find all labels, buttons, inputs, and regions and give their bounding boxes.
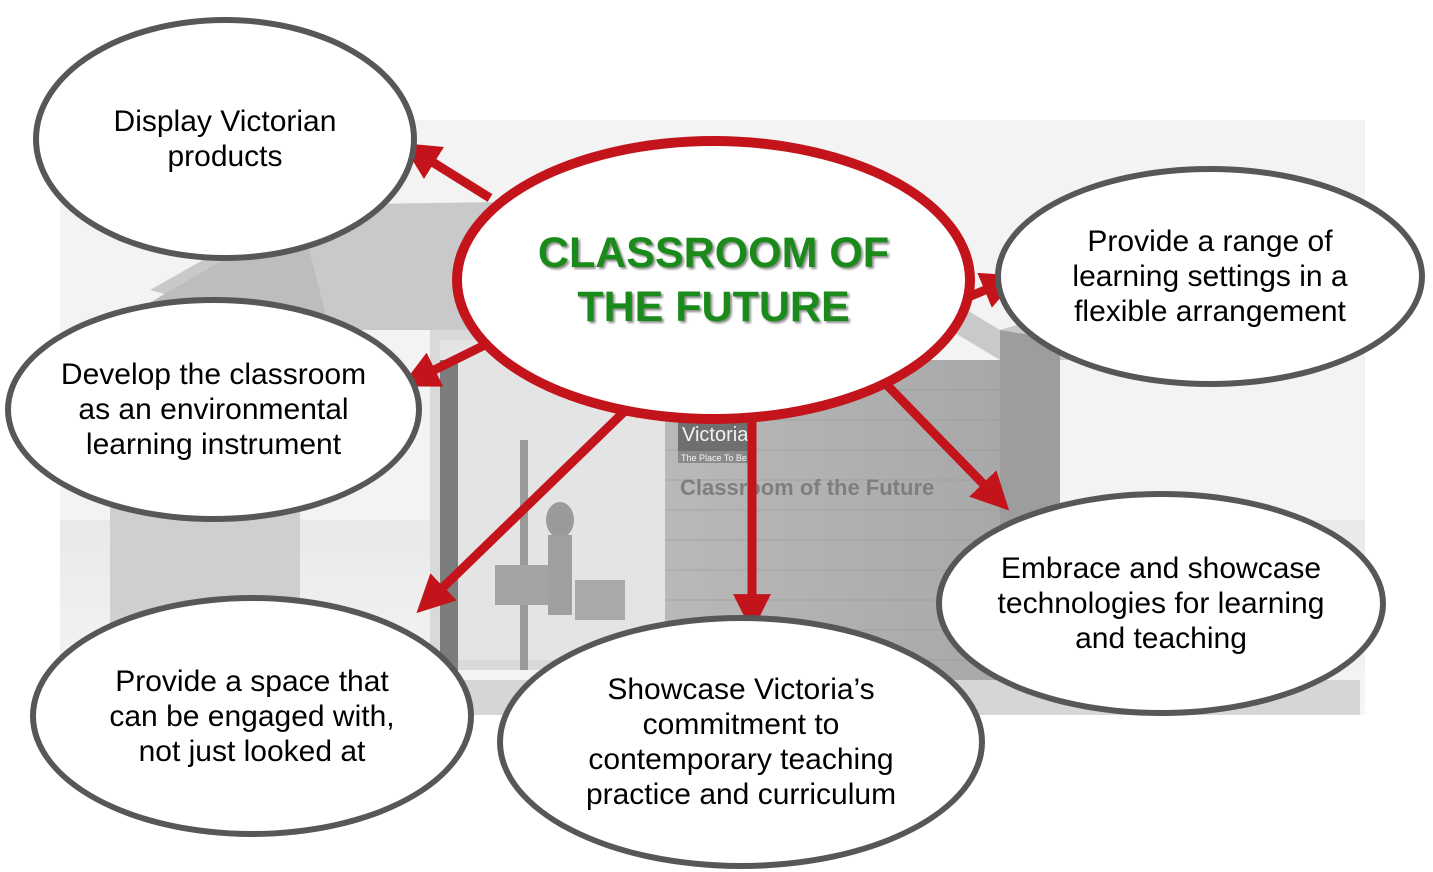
bubble-embrace-technologies: Embrace and showcase technologies for le…	[936, 491, 1386, 716]
bubble-label: Provide a space that can be engaged with…	[109, 664, 395, 768]
bubble-display-victorian-products: Display Victorian products	[33, 17, 417, 261]
bubble-label: Showcase Victoria’s commitment to contem…	[585, 673, 897, 811]
bubble-label: Develop the classroom as an environmenta…	[60, 358, 367, 461]
bubble-showcase-commitment: Showcase Victoria’s commitment to contem…	[497, 615, 985, 869]
bubble-label: Provide a range of learning settings in …	[1072, 225, 1348, 328]
sign-tagline: The Place To Be	[681, 453, 747, 463]
bubble-environmental-learning-instrument: Develop the classroom as an environmenta…	[5, 297, 422, 522]
sign-brand: Victoria	[682, 424, 749, 446]
sign-title: Classroom of the Future	[680, 475, 934, 500]
bubble-label: Embrace and showcase technologies for le…	[997, 552, 1325, 655]
bubble-range-of-learning-settings: Provide a range of learning settings in …	[995, 166, 1425, 387]
central-node-title: CLASSROOM OF THE FUTURE	[537, 229, 890, 331]
central-node: CLASSROOM OF THE FUTURE	[452, 136, 975, 424]
bubble-space-engaged-with: Provide a space that can be engaged with…	[30, 595, 474, 837]
bubble-label: Display Victorian products	[113, 105, 337, 173]
